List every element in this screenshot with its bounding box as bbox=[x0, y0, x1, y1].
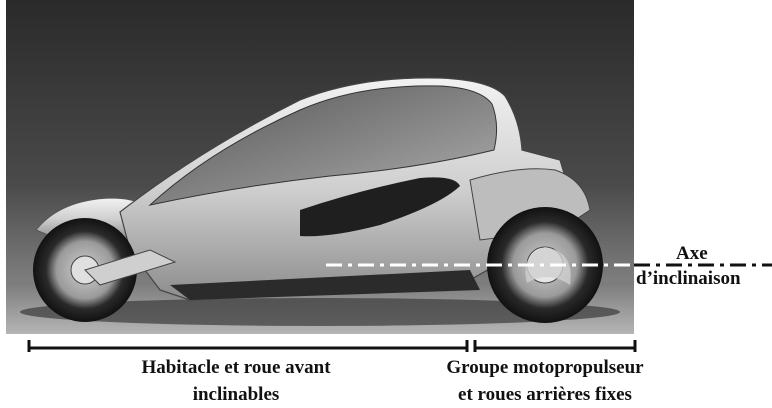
side-panel bbox=[300, 177, 460, 237]
lower-skirt bbox=[170, 270, 480, 300]
rear-wheel-spoke bbox=[525, 247, 571, 285]
right-caption-line2: et roues arrières fixes bbox=[458, 384, 632, 405]
axis-label-line2: d’inclinaison bbox=[636, 268, 741, 289]
front-suspension bbox=[84, 249, 177, 286]
vehicle-shadow bbox=[20, 298, 620, 326]
canopy-glass bbox=[148, 85, 498, 206]
left-caption: Habitacle et roue avant inclinables bbox=[76, 354, 396, 408]
right-caption: Groupe motopropulseur et roues arrières … bbox=[405, 354, 685, 408]
left-caption-line1: Habitacle et roue avant bbox=[141, 357, 331, 378]
right-bracket bbox=[473, 340, 637, 352]
left-caption-line2: inclinables bbox=[192, 384, 280, 405]
right-caption-line1: Groupe motopropulseur bbox=[446, 357, 644, 378]
left-bracket bbox=[27, 340, 469, 352]
axis-label-line1: Axe bbox=[676, 243, 708, 264]
